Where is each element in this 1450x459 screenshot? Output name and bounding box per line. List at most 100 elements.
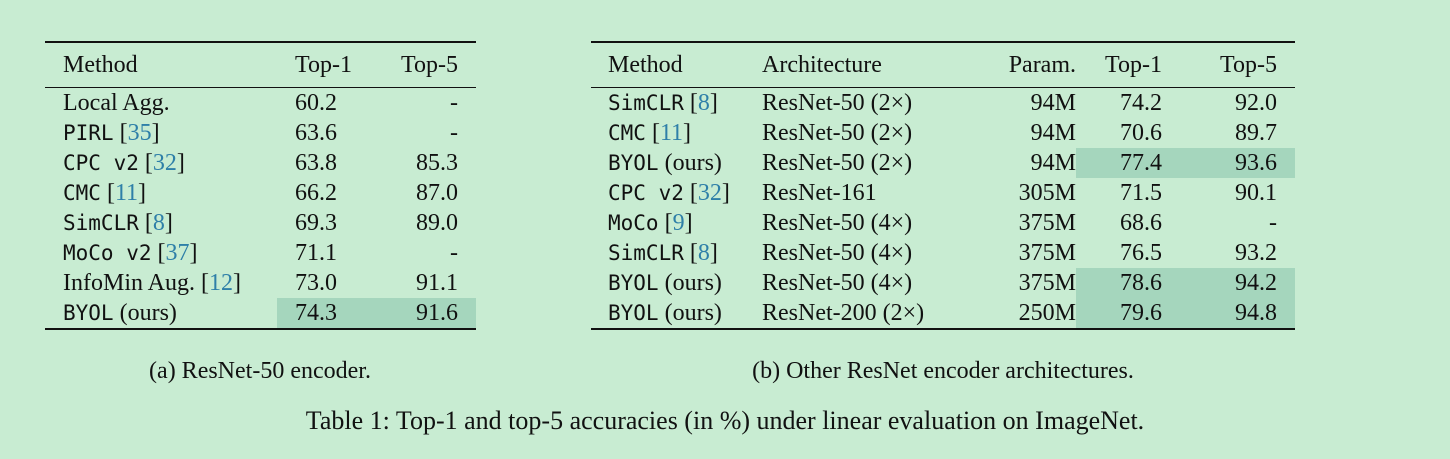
param-cell: 375M <box>1018 270 1076 296</box>
param-cell: 250M <box>1018 300 1076 326</box>
top5-cell: - <box>450 90 458 116</box>
top1-cell: 63.6 <box>295 120 337 146</box>
architecture-cell: ResNet-50 (2×) <box>762 90 913 116</box>
method-cell: CMC [11] <box>608 120 692 146</box>
architecture-cell: ResNet-50 (4×) <box>762 210 913 236</box>
top1-cell: 66.2 <box>295 180 337 206</box>
method-cell: CPC v2 [32] <box>63 150 185 176</box>
method-cell: BYOL (ours) <box>45 298 277 329</box>
method-suffix: (ours) <box>113 300 177 326</box>
method-name: Local Agg. <box>63 90 170 116</box>
citation-link[interactable]: 12 <box>209 270 233 296</box>
method-cell: MoCo v2 [37] <box>63 240 198 266</box>
method-name: MoCo <box>63 241 114 265</box>
top5-cell: - <box>450 120 458 146</box>
subtable-a-caption: (a) ResNet-50 encoder. <box>149 358 371 384</box>
method-cell: Local Agg. <box>45 88 277 119</box>
citation-link[interactable]: 37 <box>165 240 190 266</box>
top5-cell: - <box>450 240 458 266</box>
citation-link[interactable]: 32 <box>152 150 177 176</box>
method-name: CPC v2 <box>608 181 684 205</box>
table-row: MoCo v2 [37] 71.1 - <box>45 238 476 268</box>
method-name: SimCLR <box>608 241 684 265</box>
citation-link[interactable]: 9 <box>672 210 685 236</box>
param-cell: 305M <box>1018 180 1076 206</box>
method-cell: BYOL (ours) <box>591 268 762 298</box>
method-name: SimCLR <box>63 211 139 235</box>
top1-cell: 68.6 <box>1120 210 1162 236</box>
top5-cell: 89.0 <box>416 210 458 236</box>
top5-cell: 93.6 <box>1180 148 1295 178</box>
method-name: CMC <box>63 181 101 205</box>
column-header: Top-5 <box>401 52 458 78</box>
method-cell: CMC [11] <box>63 180 147 206</box>
top5-cell: - <box>1269 210 1277 236</box>
column-header: Top-5 <box>1220 52 1277 78</box>
column-header: Param. <box>1008 52 1076 78</box>
citation-link[interactable]: 35 <box>127 120 152 146</box>
top1-cell: 79.6 <box>1076 298 1180 329</box>
table-other-architectures: Method Architecture Param. Top-1 Top-5 S… <box>591 41 1295 330</box>
citation-link[interactable]: 8 <box>697 240 710 266</box>
column-header: Top-1 <box>1105 52 1162 78</box>
method-suffix: v2 <box>113 241 152 265</box>
method-cell: SimCLR [8] <box>608 90 718 116</box>
column-header: Architecture <box>762 52 882 78</box>
param-cell: 375M <box>1018 240 1076 266</box>
table-row: CMC [11] 66.2 87.0 <box>45 178 476 208</box>
param-cell: 94M <box>1030 120 1076 146</box>
citation-link[interactable]: 8 <box>152 210 165 236</box>
method-name: SimCLR <box>608 91 684 115</box>
architecture-cell: ResNet-200 (2×) <box>762 300 925 326</box>
method-suffix: (ours) <box>658 300 722 326</box>
citation-link[interactable]: 11 <box>659 120 684 146</box>
method-name: CMC <box>608 121 646 145</box>
top5-cell: 92.0 <box>1235 90 1277 116</box>
method-name: CPC v2 <box>63 151 139 175</box>
method-cell: PIRL [35] <box>63 120 160 146</box>
method-cell: SimCLR [8] <box>608 240 718 266</box>
citation-link[interactable]: 8 <box>697 90 710 116</box>
top1-cell: 71.1 <box>295 240 337 266</box>
method-name: BYOL <box>608 301 659 325</box>
citation-link[interactable]: 32 <box>697 180 722 206</box>
top1-cell: 77.4 <box>1076 148 1180 178</box>
architecture-cell: ResNet-50 (4×) <box>762 270 913 296</box>
table-caption: Table 1: Top-1 and top-5 accuracies (in … <box>305 406 1145 435</box>
table-header-row: Method Top-1 Top-5 <box>45 42 476 88</box>
method-cell: CPC v2 [32] <box>608 180 730 206</box>
method-cell: MoCo [9] <box>608 210 693 236</box>
architecture-cell: ResNet-50 (2×) <box>762 120 913 146</box>
top5-cell: 91.6 <box>387 298 476 329</box>
top5-cell: 87.0 <box>416 180 458 206</box>
param-cell: 94M <box>1030 150 1076 176</box>
param-cell: 94M <box>1030 90 1076 116</box>
method-cell: SimCLR [8] <box>63 210 173 236</box>
method-name: BYOL <box>63 301 114 325</box>
method-suffix: (ours) <box>658 270 722 296</box>
top1-cell: 74.2 <box>1120 90 1162 116</box>
top5-cell: 91.1 <box>416 270 458 296</box>
table-row: Local Agg. 60.2 - <box>45 88 476 119</box>
top5-cell: 90.1 <box>1235 180 1277 206</box>
architecture-cell: ResNet-161 <box>762 180 877 206</box>
method-name: BYOL <box>608 271 659 295</box>
method-name: InfoMin Aug. <box>63 270 195 296</box>
top1-cell: 74.3 <box>277 298 387 329</box>
table-row: PIRL [35] 63.6 - <box>45 118 476 148</box>
subtable-b-caption: (b) Other ResNet encoder architectures. <box>752 358 1134 384</box>
citation-link[interactable]: 11 <box>114 180 139 206</box>
top1-cell: 63.8 <box>295 150 337 176</box>
top1-cell: 73.0 <box>295 270 337 296</box>
table-resnet50: Method Top-1 Top-5 Local Agg.60.2-PIRL [… <box>45 41 476 330</box>
top5-cell: 94.2 <box>1180 268 1295 298</box>
table-header-row: Method Architecture Param. Top-1 Top-5 <box>591 42 1295 88</box>
top1-cell: 60.2 <box>295 90 337 116</box>
